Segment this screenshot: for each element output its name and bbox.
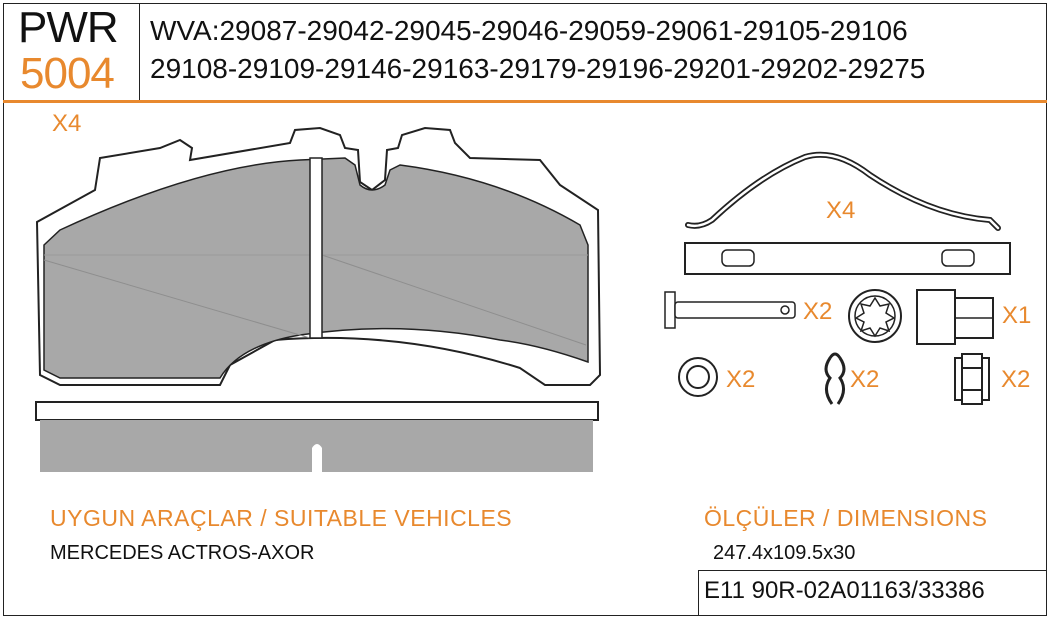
sensor-block — [916, 289, 956, 345]
header-underline — [3, 100, 1047, 103]
vehicles-title: UYGUN ARAÇLAR / SUITABLE VEHICLES — [50, 505, 513, 531]
certification-box: E11 90R-02A01163/33386 — [698, 570, 1047, 616]
wva-line-1: WVA:29087-29042-29045-29046-29059-29061-… — [150, 15, 908, 46]
washer-quantity: X2 — [726, 366, 756, 393]
brand-label: PWR — [18, 3, 119, 52]
pin-shaft — [674, 301, 796, 319]
pin-quantity: X2 — [803, 298, 833, 325]
dimensions-value: 247.4x109.5x30 — [713, 542, 856, 564]
center-groove — [309, 157, 323, 339]
spring-pin-drawing — [824, 352, 846, 405]
header-divider — [139, 3, 140, 100]
wva-line-2: 29108-29109-29146-29163-29179-29196-2920… — [150, 53, 926, 84]
product-code: 5004 — [20, 49, 115, 98]
document-frame — [3, 3, 1047, 616]
pad-quantity: X4 — [52, 110, 82, 137]
vehicles-list: MERCEDES ACTROS-AXOR — [50, 542, 315, 564]
bushing-quantity: X2 — [1001, 366, 1031, 393]
dimensions-title: ÖLÇÜLER / DIMENSIONS — [704, 505, 988, 531]
side-view-plate — [35, 401, 599, 421]
clip-quantity: X2 — [850, 366, 880, 393]
spring-quantity: X4 — [826, 197, 856, 224]
side-view-slot — [312, 444, 322, 472]
sensor-quantity: X1 — [1002, 302, 1032, 329]
pin-head — [664, 291, 676, 329]
